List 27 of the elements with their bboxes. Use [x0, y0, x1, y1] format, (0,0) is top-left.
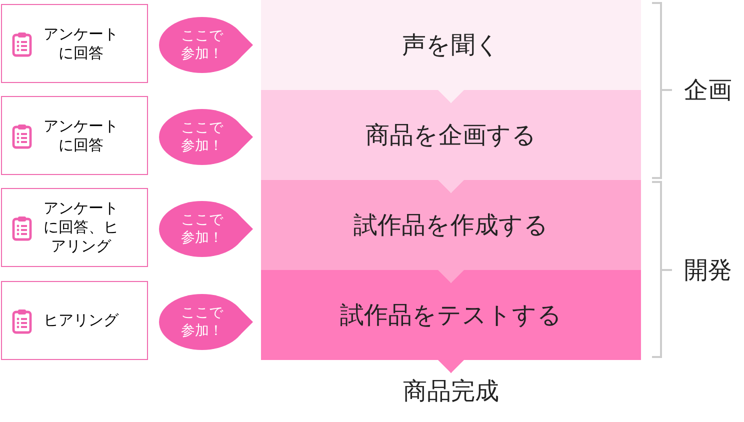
chevron-arrow	[438, 180, 464, 194]
phase-label: 開発	[684, 255, 732, 285]
process-band	[261, 103, 641, 180]
card-text: アンケートに回答	[42, 24, 120, 62]
card-text: アンケートに回答、ヒアリング	[42, 199, 120, 256]
step-card	[1, 96, 148, 175]
result-text: 商品完成	[403, 376, 499, 407]
step-title: 試作品を作成する	[354, 210, 548, 241]
process-band	[261, 283, 641, 360]
step-title: 声を聞く	[402, 30, 500, 61]
step-card	[1, 4, 148, 83]
bubble-text: ここで参加！	[180, 304, 224, 340]
phase-label: 企画	[684, 75, 732, 105]
process-band	[261, 193, 641, 270]
bubble-text: ここで参加！	[180, 27, 224, 63]
step-card	[1, 281, 148, 360]
step-title: 商品を企画する	[366, 120, 536, 151]
bubble-text: ここで参加！	[180, 119, 224, 155]
process-band	[261, 0, 641, 90]
chevron-arrow	[438, 270, 464, 284]
chevron-arrow	[438, 360, 464, 374]
card-text: アンケートに回答	[42, 116, 120, 154]
chevron-arrow	[438, 90, 464, 104]
card-text: ヒアリング	[42, 311, 120, 330]
bubble-text: ここで参加！	[180, 211, 224, 247]
step-card	[1, 188, 148, 267]
step-title: 試作品をテストする	[340, 300, 562, 331]
